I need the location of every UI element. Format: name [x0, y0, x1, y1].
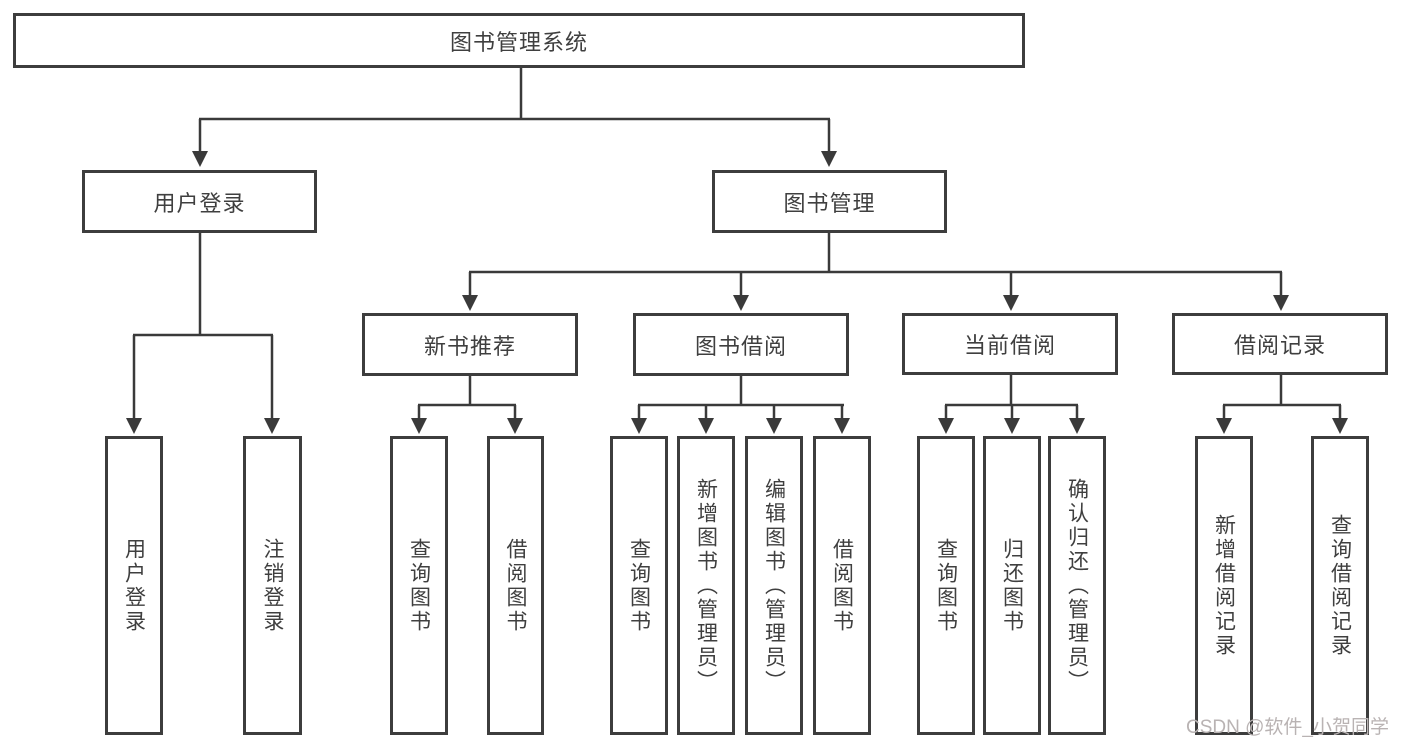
- leaf-return-books: 归还图书: [983, 436, 1041, 735]
- leaf-add-borrow-record: 新增借阅记录: [1195, 436, 1253, 735]
- leaf-query-books-3: 查询图书: [917, 436, 975, 735]
- leaf-logout: 注销登录: [243, 436, 302, 735]
- leaf-query-books-2: 查询图书: [610, 436, 668, 735]
- leaf-edit-books-admin: 编辑图书（管理员）: [745, 436, 803, 735]
- node-root: 图书管理系统: [13, 13, 1025, 68]
- leaf-borrow-books-1: 借阅图书: [487, 436, 544, 735]
- leaf-confirm-return-admin: 确认归还（管理员）: [1048, 436, 1106, 735]
- leaf-add-books-admin: 新增图书（管理员）: [677, 436, 735, 735]
- arrowheads: [126, 151, 1348, 434]
- node-borrow-records: 借阅记录: [1172, 313, 1388, 375]
- leaf-query-borrow-record: 查询借阅记录: [1311, 436, 1369, 735]
- node-book-mgmt: 图书管理: [712, 170, 947, 233]
- node-current-borrow: 当前借阅: [902, 313, 1118, 375]
- node-book-borrow: 图书借阅: [633, 313, 849, 376]
- csdn-watermark: CSDN @软件_小贺同学: [1186, 717, 1389, 738]
- leaf-borrow-books-2: 借阅图书: [813, 436, 871, 735]
- leaf-user-login: 用户登录: [105, 436, 163, 735]
- node-user-login: 用户登录: [82, 170, 317, 233]
- node-new-book-recommend: 新书推荐: [362, 313, 578, 376]
- leaf-query-books-1: 查询图书: [390, 436, 448, 735]
